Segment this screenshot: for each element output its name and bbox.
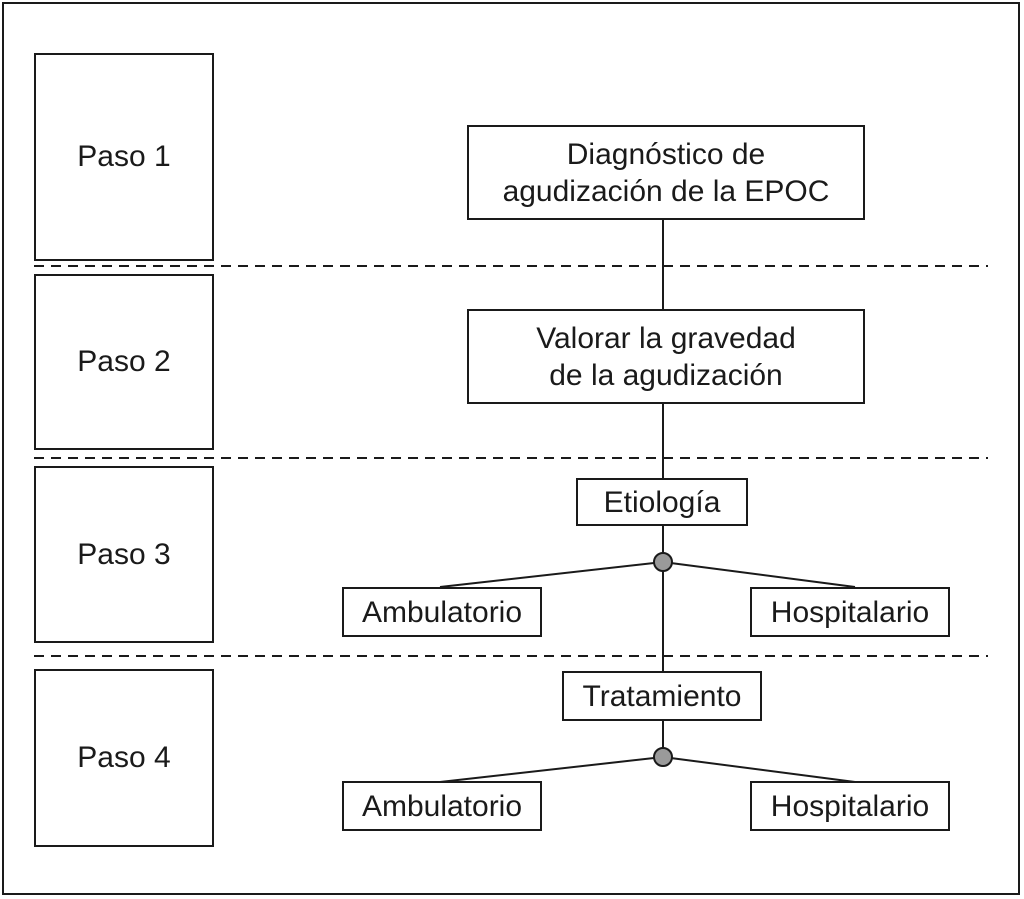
node-tratamiento-hospitalario-label: Hospitalario — [770, 789, 930, 823]
step-1-box: Paso 1 — [34, 53, 214, 261]
node-etiologia-ambulatorio: Ambulatorio — [342, 587, 542, 637]
branch-tratamiento-ambulatorio — [439, 756, 664, 783]
step-4-label: Paso 4 — [77, 741, 171, 774]
node-diagnostico: Diagnóstico de agudización de la EPOC — [467, 125, 865, 220]
node-etiologia-hospitalario-label: Hospitalario — [770, 595, 930, 629]
step-4-box: Paso 4 — [34, 669, 214, 847]
step-3-label: Paso 3 — [77, 537, 171, 571]
junction-etiologia — [653, 552, 673, 572]
node-etiologia: Etiología — [576, 478, 748, 526]
step-3-box: Paso 3 — [34, 466, 214, 643]
branch-etiologia-ambulatorio — [439, 561, 664, 588]
junction-tratamiento — [653, 747, 673, 767]
node-diagnostico-line1: Diagnóstico de — [566, 137, 766, 171]
node-diagnostico-line2: agudización de la EPOC — [502, 174, 830, 208]
node-tratamiento-hospitalario: Hospitalario — [750, 781, 950, 831]
step-2-label: Paso 2 — [77, 345, 171, 378]
node-tratamiento-ambulatorio-label: Ambulatorio — [361, 789, 523, 823]
step-2-box: Paso 2 — [34, 274, 214, 450]
node-gravedad-line2: de la agudización — [549, 358, 783, 392]
node-gravedad: Valorar la gravedad de la agudización — [467, 309, 865, 404]
node-tratamiento-ambulatorio: Ambulatorio — [342, 781, 542, 831]
node-tratamiento: Tratamiento — [562, 671, 762, 721]
node-etiologia-hospitalario: Hospitalario — [750, 587, 950, 637]
branch-tratamiento-hospitalario — [662, 756, 856, 783]
node-etiologia-ambulatorio-label: Ambulatorio — [361, 595, 523, 629]
node-etiologia-label: Etiología — [603, 485, 721, 519]
node-gravedad-line1: Valorar la gravedad — [536, 321, 796, 355]
node-tratamiento-label: Tratamiento — [582, 679, 742, 713]
branch-etiologia-hospitalario — [662, 561, 856, 588]
step-1-label: Paso 1 — [77, 140, 171, 173]
